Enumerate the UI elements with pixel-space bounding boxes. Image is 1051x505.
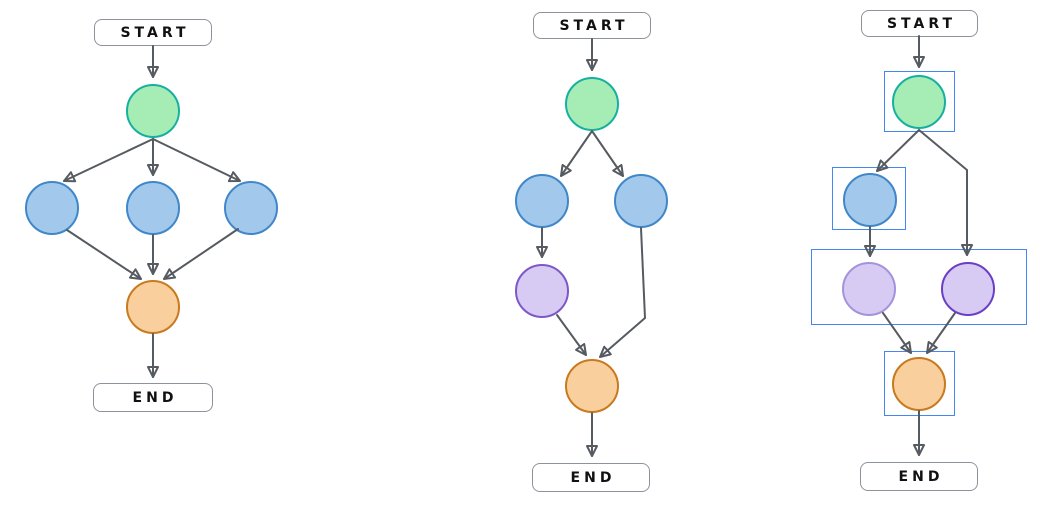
d2-edge-blueright-orange: [599, 227, 646, 358]
d2-edge-green-blueleft: [560, 130, 593, 177]
end-label: END: [570, 469, 616, 486]
node-blue: [843, 173, 897, 227]
d2-edge-purple-orange: [556, 314, 587, 356]
node-purple-left: [842, 262, 896, 316]
node-orange: [126, 280, 180, 334]
d1-edge-green-blue3: [152, 138, 241, 183]
start-label: START: [886, 15, 957, 32]
start-label: START: [559, 17, 629, 34]
node-blue-left: [515, 174, 569, 228]
node-blue-1: [25, 181, 79, 235]
d3-edge-green-purpleright: [918, 129, 973, 256]
node-purple: [515, 264, 569, 318]
node-blue-right: [614, 174, 668, 228]
node-blue-2: [126, 181, 180, 235]
end-label: END: [898, 468, 944, 485]
end-terminal: END: [532, 463, 650, 492]
node-green: [565, 77, 619, 131]
end-terminal: END: [860, 462, 978, 491]
d1-edge-blue3-orange: [163, 228, 239, 280]
d1-edge-blue1-orange: [66, 229, 142, 280]
start-label: START: [120, 24, 190, 41]
d3-edge-green-blue: [876, 129, 920, 172]
node-blue-3: [224, 181, 278, 235]
node-purple-right: [941, 262, 995, 316]
node-orange: [565, 359, 619, 413]
node-orange: [892, 357, 946, 411]
end-label: END: [132, 389, 178, 406]
node-green: [892, 75, 946, 129]
start-terminal: START: [94, 19, 212, 46]
start-terminal: START: [533, 12, 651, 39]
node-green: [126, 84, 180, 138]
end-terminal: END: [93, 383, 213, 412]
start-terminal: START: [861, 10, 978, 37]
d1-edge-green-blue1: [63, 138, 154, 183]
d2-edge-green-blueright: [591, 130, 624, 177]
